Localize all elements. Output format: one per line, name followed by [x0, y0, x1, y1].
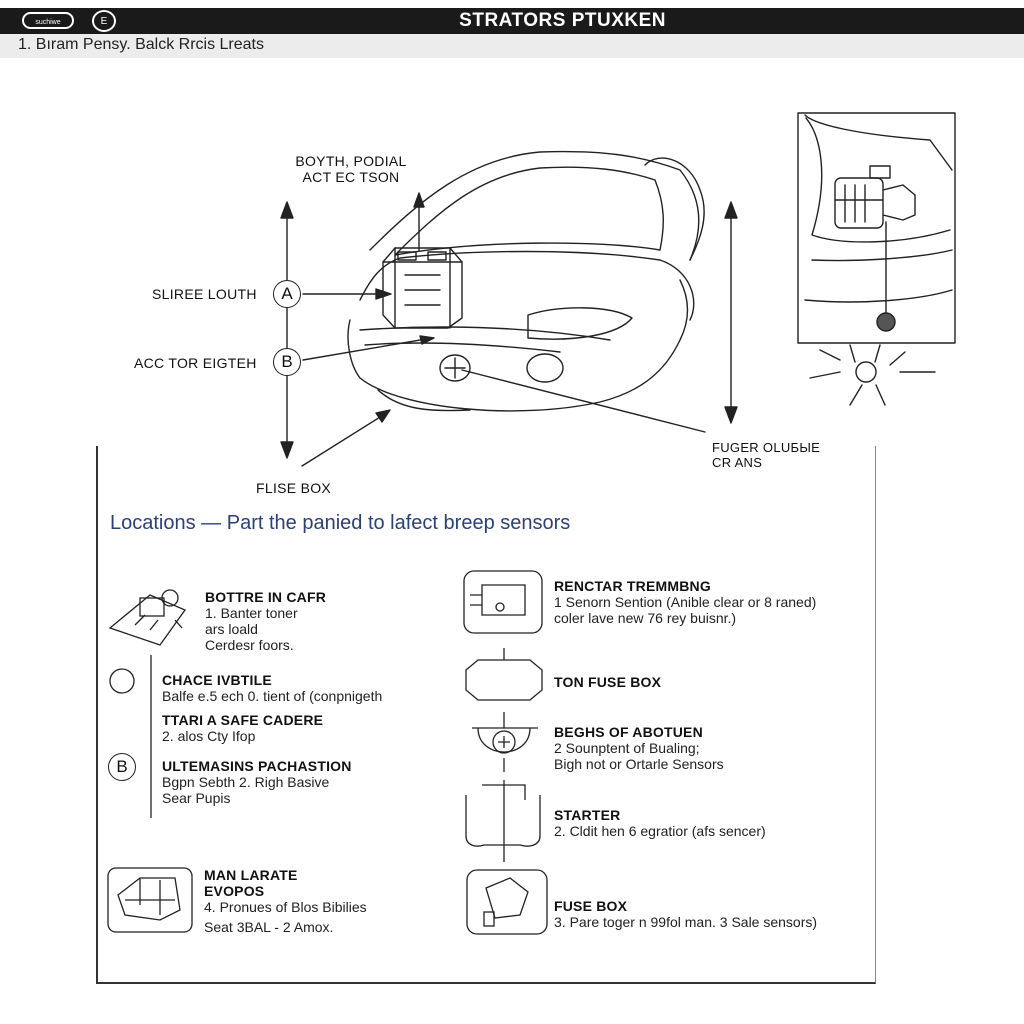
label-top-line1: BOYTH, PODIAL	[295, 153, 407, 169]
car-front	[347, 279, 689, 412]
item-line: Bgpn Sebth 2. Righ Basive	[162, 774, 330, 790]
list-item: RENCTAR TREMMBNG 1 Senorn Sention (Anibl…	[554, 578, 874, 626]
item-title: FUSE BOX	[554, 898, 628, 914]
item-line: 2 Sounptent of Bualing;	[554, 740, 700, 756]
sensor-icon	[463, 570, 543, 634]
list-item: TTARI A SAFE CADERE 2. alos Cty Ifop	[162, 712, 442, 744]
item-line: coler lave new 76 rey buisnr.)	[554, 610, 737, 626]
label-fuse-box: FLISE BOX	[256, 480, 332, 496]
subtitle-bar: 1. Bıram Pensy. Balck Rrcis Lreats	[0, 34, 1024, 58]
label-right-line1: FUGER OLUБЫE	[712, 440, 821, 455]
label-top-line2: ACT EC TSON	[302, 169, 400, 185]
item-line: Seat 3BAL - 2 Amox.	[204, 919, 334, 935]
label-a: SLIREE LOUTH	[152, 286, 257, 302]
item-line: 3. Pare toger n 99fol man. 3 Sale sensor…	[554, 914, 818, 930]
car-headlight	[527, 307, 633, 340]
label-b: ACC TOR EIGTEH	[134, 355, 257, 371]
item-line: Bigh not or Ortarle Sensors	[554, 756, 724, 772]
car-roof-outline	[369, 150, 700, 261]
item-line: 2. Cldit hen 6 egratior (afs sencer)	[554, 823, 766, 839]
locations-panel	[96, 446, 876, 984]
item-line: ars loald	[205, 621, 258, 637]
battery-module	[382, 247, 463, 329]
car-grille	[364, 342, 561, 353]
car-diagram	[280, 112, 956, 467]
item-title: STARTER	[554, 807, 621, 823]
subtitle: 1. Bıram Pensy. Balck Rrcis Lreats	[18, 36, 264, 53]
label-right-line2: CR ANS	[712, 455, 763, 470]
item-line: 2. alos Cty Ifop	[162, 728, 256, 744]
item-line: Balfe e.5 ech 0. tient of (conpnigeth	[162, 688, 383, 704]
module-icon	[107, 867, 193, 933]
item-title: BEGHS OF ABOTUEN	[554, 724, 703, 740]
item-line: 1. Banter toner	[205, 605, 298, 621]
list-item: BEGHS OF ABOTUEN 2 Sounptent of Bualing;…	[554, 724, 874, 772]
car-pillar	[644, 157, 705, 261]
item-line: Cerdesr foors.	[205, 637, 294, 653]
item-line: 1 Senorn Sention (Anible clear or 8 rane…	[554, 594, 817, 610]
list-item: MAN LARATE EVOPOS 4. Pronues of Blos Bib…	[204, 867, 444, 935]
engine-bay-icon	[108, 589, 186, 646]
list-item: STARTER 2. Cldit hen 6 egratior (afs sen…	[554, 807, 874, 839]
fuse-box-icon	[466, 869, 548, 935]
car-fog-light	[526, 353, 564, 383]
marker-b-list: B	[108, 753, 136, 781]
item-title: TTARI A SAFE CADERE	[162, 712, 324, 728]
list-item: FUSE BOX 3. Pare toger n 99fol man. 3 Sa…	[554, 898, 874, 930]
gauge-icon	[472, 712, 538, 772]
car-windshield	[394, 166, 664, 256]
section-title: Locations — Part the panied to lafect br…	[110, 512, 571, 534]
brand-logo: suchiwe	[22, 12, 74, 29]
item-title-2: EVOPOS	[204, 883, 265, 899]
item-line: Sear Pupis	[162, 790, 231, 806]
fuse-box-outline-icon	[465, 659, 543, 701]
item-title: RENCTAR TREMMBNG	[554, 578, 711, 594]
item-title: BOTTRE IN CAFR	[205, 589, 327, 605]
car-bumper	[359, 326, 611, 341]
item-title: CHACE IVBTILE	[162, 672, 272, 688]
car-hood	[359, 250, 695, 321]
left-icons	[107, 589, 193, 933]
list-item: TON FUSE BOX	[554, 674, 874, 690]
item-title: TON FUSE BOX	[554, 674, 662, 690]
item-title: ULTEMASINS PACHASTION	[162, 758, 352, 774]
list-item: CHACE IVBTILE Balfe e.5 ech 0. tient of …	[162, 672, 442, 704]
marker-b: B	[273, 348, 301, 376]
marker-a: A	[273, 280, 301, 308]
list-item: BOTTRE IN CAFR 1. Banter toner ars loald…	[205, 589, 445, 653]
starter-icon	[465, 780, 541, 862]
label-top: BOYTH, PODIAL ACT EC TSON	[294, 153, 408, 185]
item-line: 4. Pronues of Blos Bibilies	[204, 899, 367, 915]
marker-empty-circle	[109, 668, 135, 694]
page-title: STRATORS PTUXKEN	[459, 10, 666, 31]
label-right: FUGER OLUБЫE CR ANS	[712, 440, 820, 470]
badge-icon: E	[92, 10, 116, 32]
title-bar: suchiwe E STRATORS PTUXKEN	[0, 8, 1024, 34]
list-item: ULTEMASINS PACHASTION Bgpn Sebth 2. Righ…	[162, 758, 442, 806]
right-icons	[463, 570, 548, 935]
item-title: MAN LARATE	[204, 867, 298, 883]
car-lower	[377, 389, 471, 412]
